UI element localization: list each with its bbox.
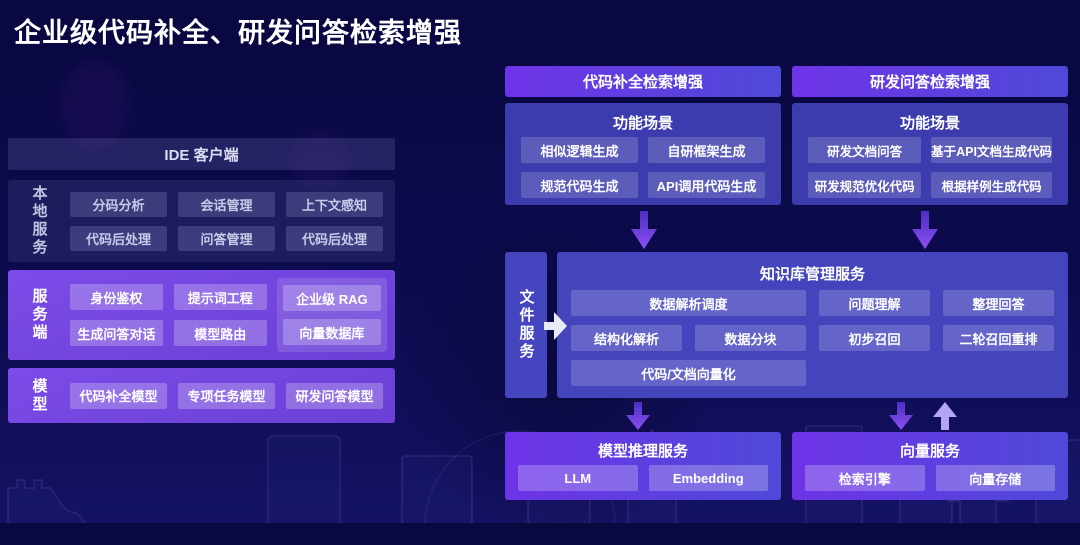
server-chip: 企业级 RAG (282, 285, 381, 311)
scenario-chip: 自研框架生成 (648, 137, 765, 163)
kb-chip: 代码/文档向量化 (571, 360, 806, 386)
code-scenarios-title: 功能场景 (612, 114, 673, 132)
qa-retrieval-header: 研发问答检索增强 (792, 66, 1068, 97)
knowledge-base-grid: 数据解析调度 问题理解 整理回答 结构化解析 数据分块 初步召回 二轮召回重排 … (557, 288, 1068, 386)
code-scenarios-grid: 相似逻辑生成 自研框架生成 规范代码生成 API调用代码生成 (505, 137, 781, 198)
vector-chip: 向量存储 (935, 465, 1055, 491)
local-services-section: 本地服务 分码分析 会话管理 上下文感知 代码后处理 问答管理 代码后处理 (8, 180, 395, 262)
server-side-label: 服务端 (30, 288, 48, 342)
local-service-chip: 代码后处理 (70, 225, 167, 251)
inference-service-box: 模型推理服务 LLM Embedding (505, 432, 781, 500)
local-service-chip: 问答管理 (178, 225, 275, 251)
local-service-chip: 代码后处理 (286, 225, 383, 251)
server-side-section: 服务端 身份鉴权 提示词工程 生成问答对话 模型路由 企业级 RAG 向量数据库 (8, 270, 395, 360)
scenario-chip: 相似逻辑生成 (521, 137, 638, 163)
inference-service-grid: LLM Embedding (505, 464, 781, 491)
models-grid: 代码补全模型 专项任务模型 研发问答模型 (70, 368, 383, 423)
arrow-down-icon (912, 211, 938, 249)
arrow-up-icon (933, 402, 957, 430)
kb-chip: 结构化解析 (571, 325, 682, 351)
server-side-content: 身份鉴权 提示词工程 生成问答对话 模型路由 企业级 RAG 向量数据库 (70, 270, 387, 360)
knowledge-base-title: 知识库管理服务 (759, 265, 865, 283)
arrow-right-icon (544, 312, 567, 340)
ide-client-box: IDE 客户端 (8, 138, 395, 170)
qa-scenarios-title: 功能场景 (899, 114, 960, 132)
server-chip: 生成问答对话 (70, 320, 163, 346)
server-chip: 提示词工程 (173, 284, 267, 310)
scenario-chip: 研发规范优化代码 (808, 172, 922, 198)
scenario-chip: 规范代码生成 (521, 172, 638, 198)
local-service-chip: 上下文感知 (286, 191, 383, 217)
local-service-chip: 会话管理 (178, 191, 275, 217)
scenario-chip: 根据样例生成代码 (931, 172, 1052, 198)
local-services-label-wrap: 本地服务 (8, 180, 70, 262)
kb-chip: 问题理解 (819, 290, 930, 316)
inference-chip: LLM (518, 465, 638, 491)
kb-chip: 二轮召回重排 (943, 325, 1054, 351)
vector-service-title: 向量服务 (899, 443, 960, 460)
kb-chip: 数据解析调度 (571, 290, 806, 316)
local-services-grid: 分码分析 会话管理 上下文感知 代码后处理 问答管理 代码后处理 (70, 180, 383, 262)
model-chip: 代码补全模型 (70, 382, 167, 409)
models-section: 模型 代码补全模型 专项任务模型 研发问答模型 (8, 368, 395, 423)
file-service-box: 文件服务 (505, 252, 547, 398)
kb-chip: 整理回答 (943, 290, 1054, 316)
scenario-chip: API调用代码生成 (648, 172, 765, 198)
qa-scenarios-grid: 研发文档问答 基于API文档生成代码 研发规范优化代码 根据样例生成代码 (792, 137, 1068, 198)
scenario-chip: 研发文档问答 (808, 137, 922, 163)
vector-service-grid: 检索引擎 向量存储 (792, 464, 1068, 491)
server-side-grid: 身份鉴权 提示词工程 生成问答对话 模型路由 (70, 284, 267, 346)
server-chip: 向量数据库 (282, 319, 381, 345)
local-service-chip: 分码分析 (70, 191, 167, 217)
code-completion-header-label: 代码补全检索增强 (582, 74, 703, 91)
kb-chip: 数据分块 (695, 325, 806, 351)
inference-service-title: 模型推理服务 (597, 443, 688, 460)
server-chip: 身份鉴权 (70, 284, 163, 310)
code-scenarios-box: 功能场景 相似逻辑生成 自研框架生成 规范代码生成 API调用代码生成 (505, 103, 781, 205)
server-chip: 模型路由 (173, 320, 267, 346)
ide-client-label: IDE 客户端 (164, 146, 239, 164)
kb-chip: 初步召回 (819, 325, 930, 351)
arrow-down-icon (889, 402, 913, 430)
model-chip: 专项任务模型 (178, 382, 275, 409)
scenario-chip: 基于API文档生成代码 (931, 137, 1052, 163)
models-label-wrap: 模型 (8, 368, 70, 423)
arrow-down-icon (631, 211, 657, 249)
code-completion-header: 代码补全检索增强 (505, 66, 781, 97)
file-service-label-wrap: 文件服务 (505, 252, 547, 398)
models-label: 模型 (30, 377, 48, 414)
model-chip: 研发问答模型 (286, 382, 383, 409)
file-service-label: 文件服务 (517, 289, 535, 361)
page-title: 企业级代码补全、研发问答检索增强 (14, 18, 462, 48)
knowledge-base-box: 知识库管理服务 数据解析调度 问题理解 整理回答 结构化解析 数据分块 初步召回… (557, 252, 1068, 398)
server-side-label-wrap: 服务端 (8, 270, 70, 360)
vector-chip: 检索引擎 (805, 465, 925, 491)
qa-scenarios-box: 功能场景 研发文档问答 基于API文档生成代码 研发规范优化代码 根据样例生成代… (792, 103, 1068, 205)
qa-retrieval-header-label: 研发问答检索增强 (869, 74, 990, 91)
server-rag-highlight-group: 企业级 RAG 向量数据库 (276, 278, 387, 352)
local-services-label: 本地服务 (30, 185, 48, 257)
vector-service-box: 向量服务 检索引擎 向量存储 (792, 432, 1068, 500)
inference-chip: Embedding (648, 465, 768, 491)
arrow-down-icon (626, 402, 650, 430)
